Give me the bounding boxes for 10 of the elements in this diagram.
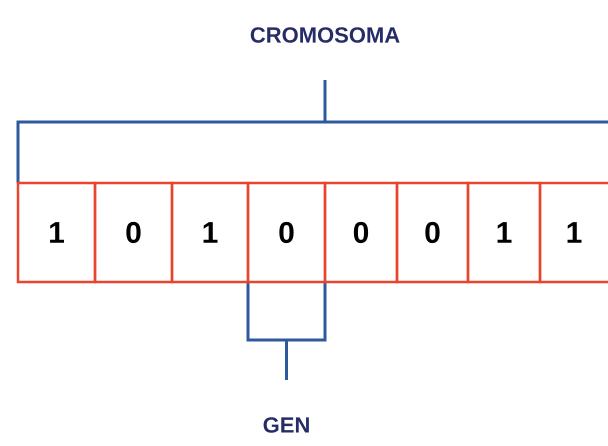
- bit-cell: 1: [16, 182, 96, 284]
- bit-cell: 1: [538, 182, 608, 284]
- bracket-label: CROMOSOMA: [250, 27, 400, 43]
- bit-cell: 1: [170, 182, 250, 284]
- bracket-label: GEN: [264, 417, 309, 433]
- bit-cell: 0: [324, 182, 398, 284]
- bit-cell: 1: [466, 182, 542, 284]
- bit-cell: 0: [396, 182, 470, 284]
- bit-cell: 0: [94, 182, 174, 284]
- bit-cell: 0: [246, 182, 326, 284]
